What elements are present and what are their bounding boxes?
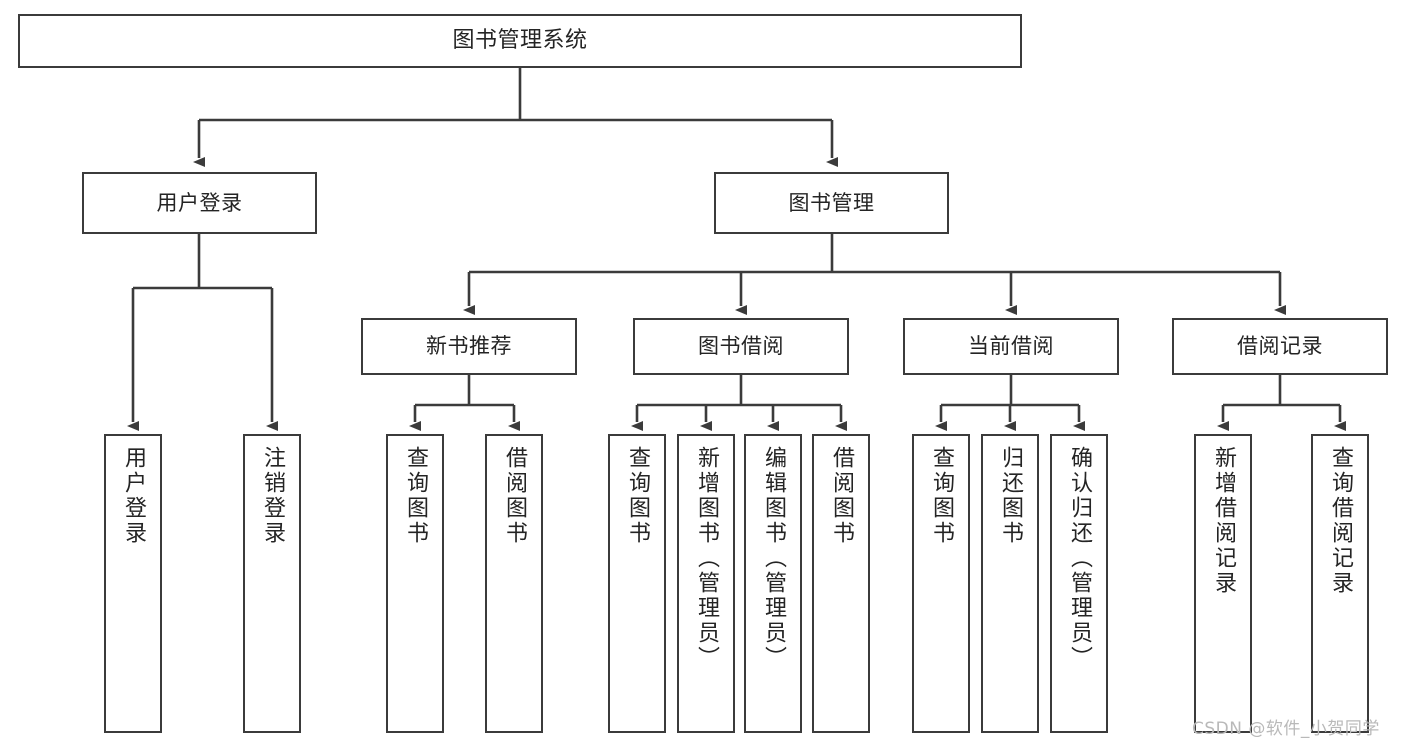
node-label: 图书借阅	[698, 334, 784, 359]
leaf-borrow-book-new[interactable]: 借阅图书	[485, 434, 543, 733]
node-label: 用户登录	[120, 446, 146, 546]
node-label: 查询图书	[928, 446, 954, 546]
node-label: 借阅记录	[1237, 334, 1323, 359]
leaf-query-book-current[interactable]: 查询图书	[912, 434, 970, 733]
leaf-query-book-borrow[interactable]: 查询图书	[608, 434, 666, 733]
node-label: 新增借阅记录	[1210, 446, 1236, 596]
leaf-logout[interactable]: 注销登录	[243, 434, 301, 733]
node-label: 查询图书	[402, 446, 428, 546]
node-label: 图书管理系统	[452, 28, 588, 54]
leaf-add-book-admin[interactable]: 新增图书（管理员）	[677, 434, 735, 733]
node-current-borrow[interactable]: 当前借阅	[903, 318, 1119, 375]
node-label: 新增图书（管理员）	[693, 446, 719, 671]
node-label: 归还图书	[997, 446, 1023, 546]
leaf-add-borrow-record[interactable]: 新增借阅记录	[1194, 434, 1252, 733]
leaf-user-login[interactable]: 用户登录	[104, 434, 162, 733]
node-label: 注销登录	[259, 446, 285, 546]
node-label: 查询图书	[624, 446, 650, 546]
node-label: 借阅图书	[501, 446, 527, 546]
node-label: 用户登录	[156, 190, 243, 215]
node-label: 确认归还（管理员）	[1066, 446, 1092, 671]
leaf-confirm-return-admin[interactable]: 确认归还（管理员）	[1050, 434, 1108, 733]
node-label: 新书推荐	[426, 334, 512, 359]
node-root-system[interactable]: 图书管理系统	[18, 14, 1022, 68]
node-label: 图书管理	[788, 190, 875, 215]
node-label: 借阅图书	[828, 446, 854, 546]
node-label: 当前借阅	[968, 334, 1054, 359]
node-new-book-recommendation[interactable]: 新书推荐	[361, 318, 577, 375]
node-user-login[interactable]: 用户登录	[82, 172, 317, 234]
leaf-return-book[interactable]: 归还图书	[981, 434, 1039, 733]
leaf-edit-book-admin[interactable]: 编辑图书（管理员）	[744, 434, 802, 733]
node-book-borrow[interactable]: 图书借阅	[633, 318, 849, 375]
node-label: 查询借阅记录	[1327, 446, 1353, 596]
leaf-borrow-book-borrow[interactable]: 借阅图书	[812, 434, 870, 733]
csdn-watermark: CSDN @软件_小贺同学	[1192, 719, 1380, 739]
node-book-management[interactable]: 图书管理	[714, 172, 949, 234]
leaf-query-book-new[interactable]: 查询图书	[386, 434, 444, 733]
node-label: 编辑图书（管理员）	[760, 446, 786, 671]
node-borrow-record[interactable]: 借阅记录	[1172, 318, 1388, 375]
leaf-query-borrow-record[interactable]: 查询借阅记录	[1311, 434, 1369, 733]
